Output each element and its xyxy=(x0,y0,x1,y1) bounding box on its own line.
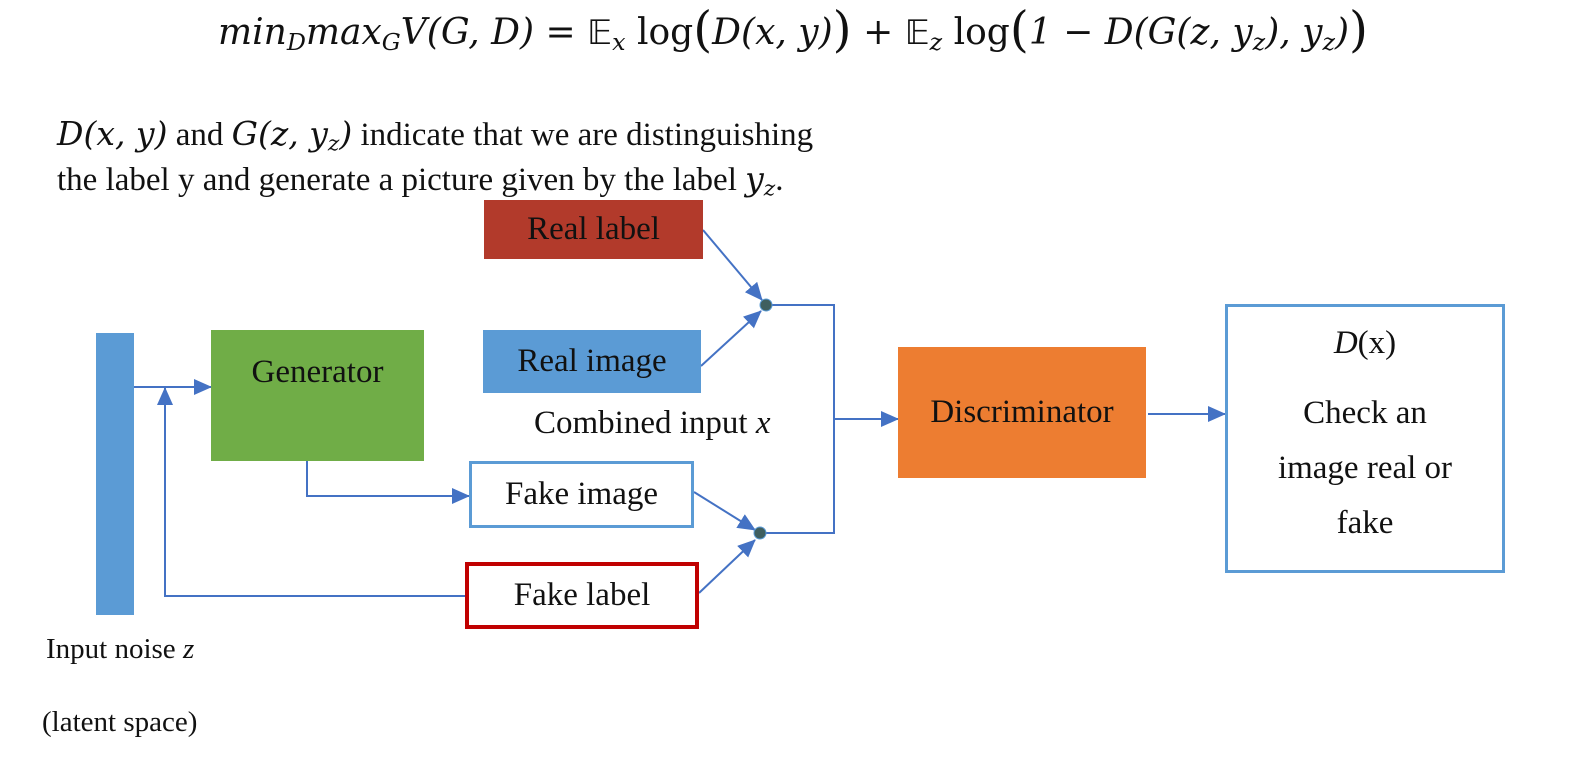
formula-min: min xyxy=(218,12,287,53)
formula-log-2: log xyxy=(942,12,1010,53)
arrow-real-label-to-junction xyxy=(702,229,763,301)
output-title-d: D xyxy=(1333,325,1358,361)
formula-d-fake-end: ) xyxy=(1334,12,1350,53)
generator-label: Generator xyxy=(251,354,384,390)
formula-value-fn: V(G, D) = xyxy=(400,12,588,53)
formula-min-sub: D xyxy=(286,27,306,56)
combined-input-var: x xyxy=(755,405,771,441)
junction-bus xyxy=(760,304,835,534)
fake-image-text: Fake image xyxy=(504,476,659,512)
description-text: D(x, y) and G(z, yz) indicate that we ar… xyxy=(57,112,1557,202)
formula-d-real: D(x, y) xyxy=(712,12,833,53)
formula-expectation-x: 𝔼 xyxy=(587,13,613,53)
desc-g-end: ) xyxy=(339,114,353,153)
input-noise-var: z xyxy=(182,633,195,665)
output-title-x: (x) xyxy=(1357,325,1397,361)
formula-expectation-x-sub: x xyxy=(612,27,626,56)
junction-real xyxy=(759,298,773,312)
fake-label-text: Fake label xyxy=(513,577,651,613)
formula-max: max xyxy=(305,12,382,53)
output-title: D(x) xyxy=(1334,325,1396,362)
latent-space-label: (latent space) xyxy=(42,706,198,738)
real-image-box: Real image xyxy=(483,330,701,393)
fake-label-box: Fake label xyxy=(465,562,699,629)
desc-g-expr: G(z, y xyxy=(231,114,328,153)
formula-log-1: log xyxy=(625,12,694,53)
input-noise-label: Input noise z xyxy=(46,633,194,666)
formula-plus: + xyxy=(851,12,905,53)
desc-g-sub: z xyxy=(327,131,340,157)
junction-fake xyxy=(753,526,767,540)
formula-expectation-z: 𝔼 xyxy=(904,13,930,53)
real-image-text: Real image xyxy=(517,343,667,379)
combined-input-text: Combined input xyxy=(534,405,756,441)
formula-max-sub: G xyxy=(381,27,401,56)
arrow-fake-label-to-junction xyxy=(698,539,756,594)
input-noise-text: Input noise xyxy=(46,633,183,665)
discriminator-label: Discriminator xyxy=(930,394,1114,430)
combined-input-label: Combined input x xyxy=(534,405,771,442)
desc-y: y xyxy=(745,159,764,198)
desc-and: and xyxy=(167,117,232,153)
formula-d-fake-pre: 1 − D(G(z, y xyxy=(1028,12,1253,53)
discriminator-box: Discriminator xyxy=(898,347,1146,478)
formula-d-fake-mid: ), y xyxy=(1265,12,1323,53)
formula-d-fake-sub2: z xyxy=(1322,27,1335,56)
input-noise-bar xyxy=(96,333,134,615)
desc-y-sub: z xyxy=(763,176,776,202)
fake-image-box: Fake image xyxy=(469,461,694,528)
real-label-text: Real label xyxy=(527,211,660,247)
generator-box: Generator xyxy=(211,330,424,461)
objective-formula: minDmaxGV(G, D) = 𝔼x log(D(x, y)) + 𝔼z l… xyxy=(218,2,1368,58)
arrow-generator-to-fake-image xyxy=(306,461,470,504)
arrow-real-image-to-junction xyxy=(700,310,762,367)
arrow-fake-image-to-junction xyxy=(693,491,756,531)
formula-expectation-z-sub: z xyxy=(929,27,943,56)
desc-d-expr: D(x, y) xyxy=(57,114,168,153)
real-label-box: Real label xyxy=(484,200,703,259)
arrow-fake-label-to-generator xyxy=(157,387,465,597)
formula-d-fake-sub1: z xyxy=(1252,27,1266,56)
desc-period: . xyxy=(775,162,784,198)
